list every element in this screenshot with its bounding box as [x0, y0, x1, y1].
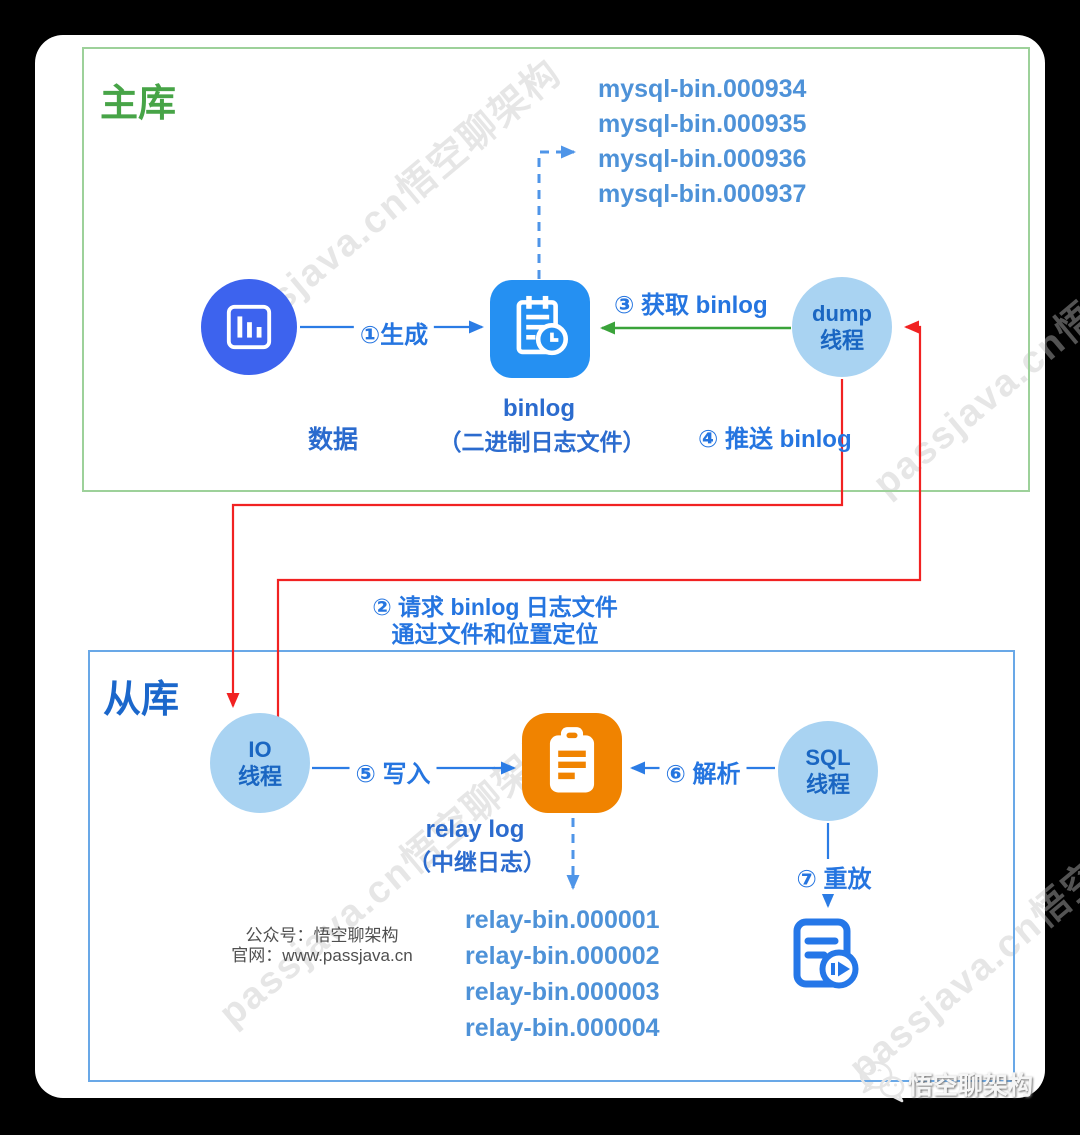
contact-account: 公众号：悟空聊架构	[245, 926, 399, 945]
relay-log-node	[522, 713, 622, 813]
relay-title: relay log	[425, 816, 525, 843]
step-request-line1: ② 请求 binlog 日志文件	[372, 594, 618, 620]
step-write-label: ⑤ 写入	[349, 754, 437, 789]
wechat-icon	[857, 1059, 907, 1108]
replay-node	[791, 916, 861, 999]
contact-info: 公众号：悟空聊架构 官网：www.passjava.cn	[222, 926, 422, 966]
binlog-file: mysql-bin.000934	[598, 75, 807, 103]
step-request-label: ② 请求 binlog 日志文件 通过文件和位置定位	[365, 594, 625, 648]
relay-file: relay-bin.000004	[465, 1014, 660, 1042]
relay-file: relay-bin.000003	[465, 978, 660, 1006]
step-parse-label: ⑥ 解析	[659, 754, 747, 789]
binlog-file-list: mysql-bin.000934 mysql-bin.000935 mysql-…	[598, 72, 806, 212]
step-fetch-label: ③ 获取 binlog	[614, 292, 768, 319]
io-thread-line2: 线程	[237, 764, 282, 789]
clipboard-icon	[549, 727, 595, 793]
slave-db-title: 从库	[103, 679, 180, 721]
relay-subtitle: （中继日志）	[408, 849, 546, 875]
binlog-file: mysql-bin.000935	[598, 110, 807, 138]
footer-logo-text: 悟空聊架构	[908, 1072, 1034, 1100]
sql-thread-line2: 线程	[805, 772, 850, 797]
relay-file: relay-bin.000001	[465, 906, 660, 934]
dump-thread-line2: 线程	[819, 328, 864, 353]
io-thread-line1: IO	[248, 737, 272, 762]
data-node	[201, 279, 297, 375]
relay-file-list: relay-bin.000001 relay-bin.000002 relay-…	[465, 902, 660, 1046]
data-label: 数据	[307, 426, 359, 454]
sql-thread-node: SQL 线程	[778, 721, 878, 821]
relay-file: relay-bin.000002	[465, 942, 660, 970]
io-thread-node: IO 线程	[210, 713, 310, 813]
clipboard-clock-icon	[516, 295, 569, 356]
binlog-file: mysql-bin.000936	[598, 145, 807, 173]
binlog-node	[490, 280, 590, 378]
binlog-file: mysql-bin.000937	[598, 180, 807, 208]
dump-thread-node: dump 线程	[792, 277, 892, 377]
dump-thread-line1: dump	[812, 301, 872, 326]
binlog-subtitle: （二进制日志文件）	[438, 429, 646, 455]
step-generate-label: ①生成	[353, 315, 435, 350]
step-request-line2: 通过文件和位置定位	[391, 621, 599, 647]
master-db-title: 主库	[100, 83, 177, 125]
step-replay-label: ⑦ 重放	[790, 859, 878, 894]
contact-website: 官网：www.passjava.cn	[231, 946, 413, 965]
binlog-title: binlog	[503, 395, 575, 422]
step-push-label: ④ 推送 binlog	[698, 426, 852, 453]
bar-chart-icon	[226, 304, 272, 350]
sql-thread-line1: SQL	[805, 745, 851, 770]
document-play-icon	[793, 918, 859, 989]
